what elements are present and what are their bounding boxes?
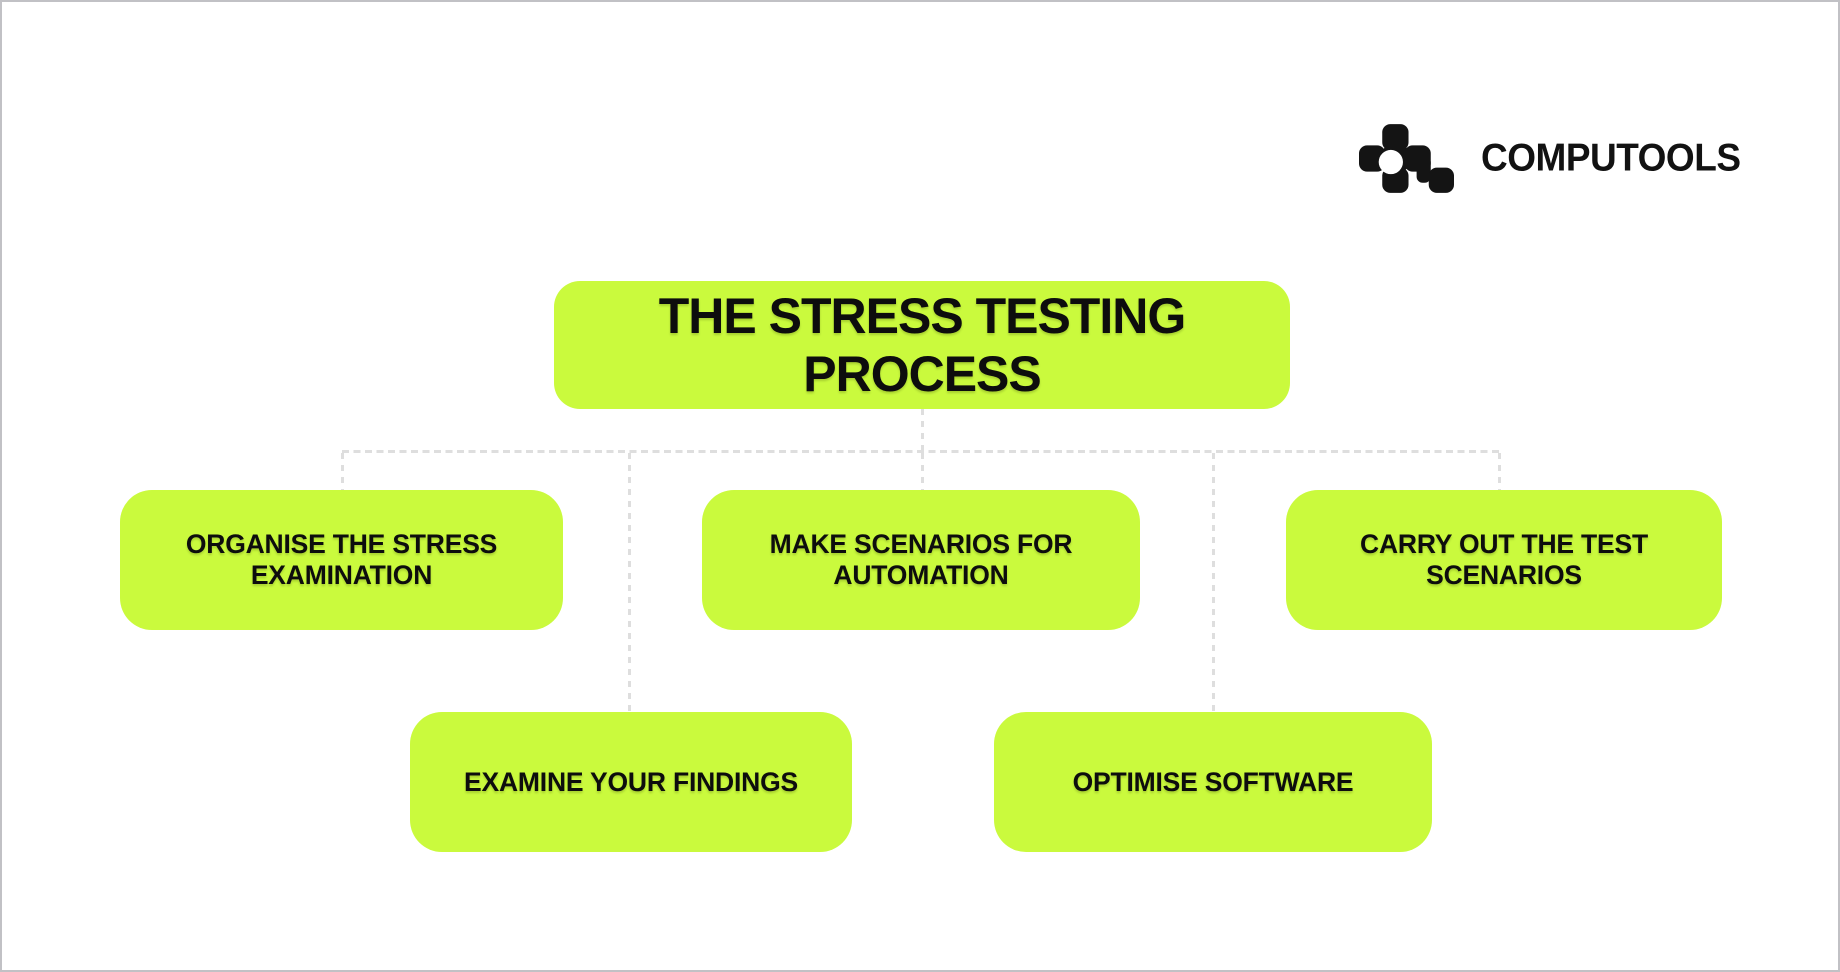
step-label: EXAMINE YOUR FINDINGS <box>464 766 798 797</box>
connector-drop-carry-out <box>1498 453 1501 491</box>
connector-drop-make-scenarios <box>921 453 924 491</box>
connector-drop-optimise <box>1212 453 1215 713</box>
step-node-organise-the-stress-examination: ORGANISE THE STRESS EXAMINATION <box>120 490 563 630</box>
step-node-make-scenarios-for-automation: MAKE SCENARIOS FOR AUTOMATION <box>702 490 1140 630</box>
step-label: OPTIMISE SOFTWARE <box>1072 766 1354 797</box>
step-label: CARRY OUT THE TEST SCENARIOS <box>1360 529 1648 590</box>
process-title: THE STRESS TESTING PROCESS <box>658 288 1187 402</box>
computools-logo-icon <box>1359 123 1454 193</box>
connector-drop-organise <box>341 453 344 491</box>
step-label: MAKE SCENARIOS FOR AUTOMATION <box>769 529 1073 590</box>
step-node-optimise-software: OPTIMISE SOFTWARE <box>994 712 1432 852</box>
step-node-carry-out-the-test-scenarios: CARRY OUT THE TEST SCENARIOS <box>1286 490 1722 630</box>
step-node-examine-your-findings: EXAMINE YOUR FINDINGS <box>410 712 852 852</box>
brand-name: COMPUTOOLS <box>1481 136 1741 179</box>
connector-root-stub <box>921 409 924 451</box>
connector-drop-examine <box>628 453 631 713</box>
step-label: ORGANISE THE STRESS EXAMINATION <box>185 529 498 590</box>
connector-horizontal-rail <box>342 450 1500 453</box>
process-title-node: THE STRESS TESTING PROCESS <box>554 281 1290 409</box>
brand-lockup: COMPUTOOLS <box>1359 122 1759 194</box>
